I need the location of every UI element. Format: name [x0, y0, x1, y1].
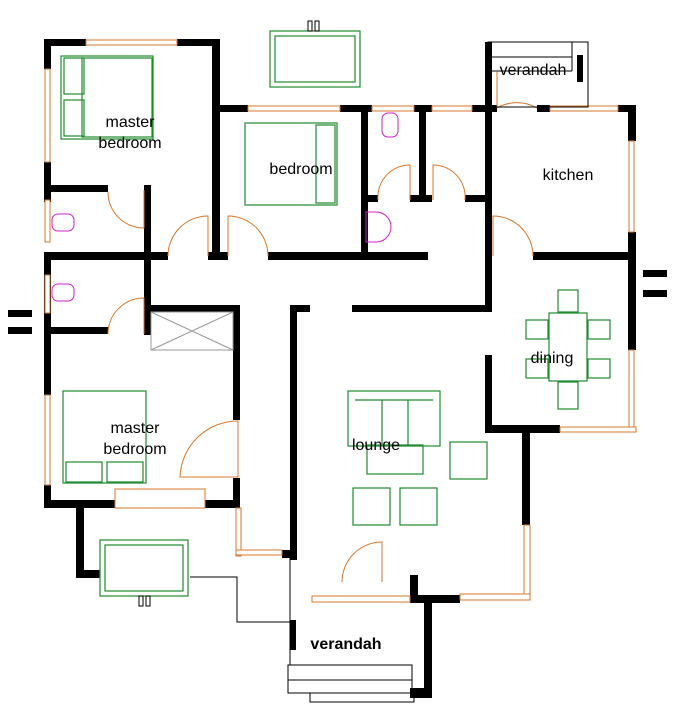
lounge-set	[347, 390, 488, 526]
label-master-bedroom-top-1: master	[106, 114, 156, 131]
store-cross	[150, 311, 234, 351]
room-labels: master bedroom bedroom kitchen verandah …	[98, 62, 593, 653]
bed-bottom-master	[62, 390, 147, 484]
car-bottom	[99, 539, 189, 607]
sanitary	[51, 112, 399, 302]
furniture	[51, 20, 611, 607]
label-lounge: lounge	[352, 437, 400, 454]
bed-bedroom	[244, 122, 338, 206]
dining-set	[525, 289, 611, 410]
label-verandah-bottom: verandah	[310, 636, 381, 653]
doors	[107, 72, 538, 583]
label-bedroom: bedroom	[269, 161, 332, 178]
label-master-bedroom-bottom-1: master	[111, 420, 161, 437]
bed-top-master	[60, 55, 154, 140]
windows	[44, 39, 637, 603]
label-verandah-top: verandah	[500, 62, 567, 79]
verandah-bottom-steps	[190, 555, 415, 703]
label-dining: dining	[531, 350, 574, 367]
label-master-bedroom-bottom-2: bedroom	[103, 441, 166, 458]
car-top	[269, 20, 361, 88]
walls	[8, 39, 667, 698]
verandah-top-structure	[487, 41, 589, 108]
label-master-bedroom-top-2: bedroom	[98, 135, 161, 152]
label-kitchen: kitchen	[543, 167, 594, 184]
